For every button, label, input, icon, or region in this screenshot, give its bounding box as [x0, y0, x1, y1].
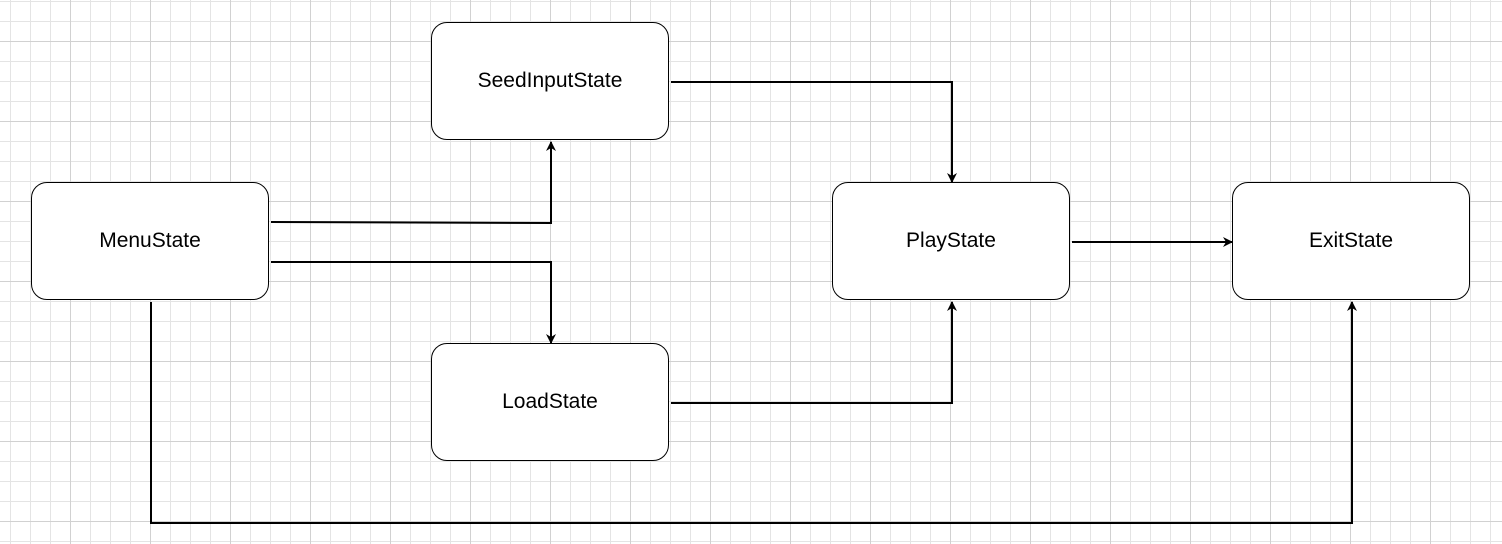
node-menu-state-label: MenuState: [99, 229, 201, 252]
node-play-state[interactable]: PlayState: [832, 182, 1070, 300]
edge-load-to-play[interactable]: [671, 301, 957, 404]
node-exit-state[interactable]: ExitState: [1232, 182, 1470, 300]
node-load-state-label: LoadState: [502, 390, 598, 413]
edge-menu-to-exit[interactable]: [150, 301, 1357, 524]
edge-menu-to-seed[interactable]: [270, 141, 556, 225]
node-seed-input-state[interactable]: SeedInputState: [431, 22, 669, 140]
node-load-state[interactable]: LoadState: [431, 343, 669, 461]
node-play-state-label: PlayState: [906, 229, 996, 252]
node-menu-state[interactable]: MenuState: [31, 182, 269, 300]
edge-menu-to-load[interactable]: [271, 261, 556, 344]
edge-seed-to-play[interactable]: [671, 81, 957, 183]
node-seed-input-state-label: SeedInputState: [477, 69, 623, 92]
node-exit-state-label: ExitState: [1308, 229, 1394, 252]
